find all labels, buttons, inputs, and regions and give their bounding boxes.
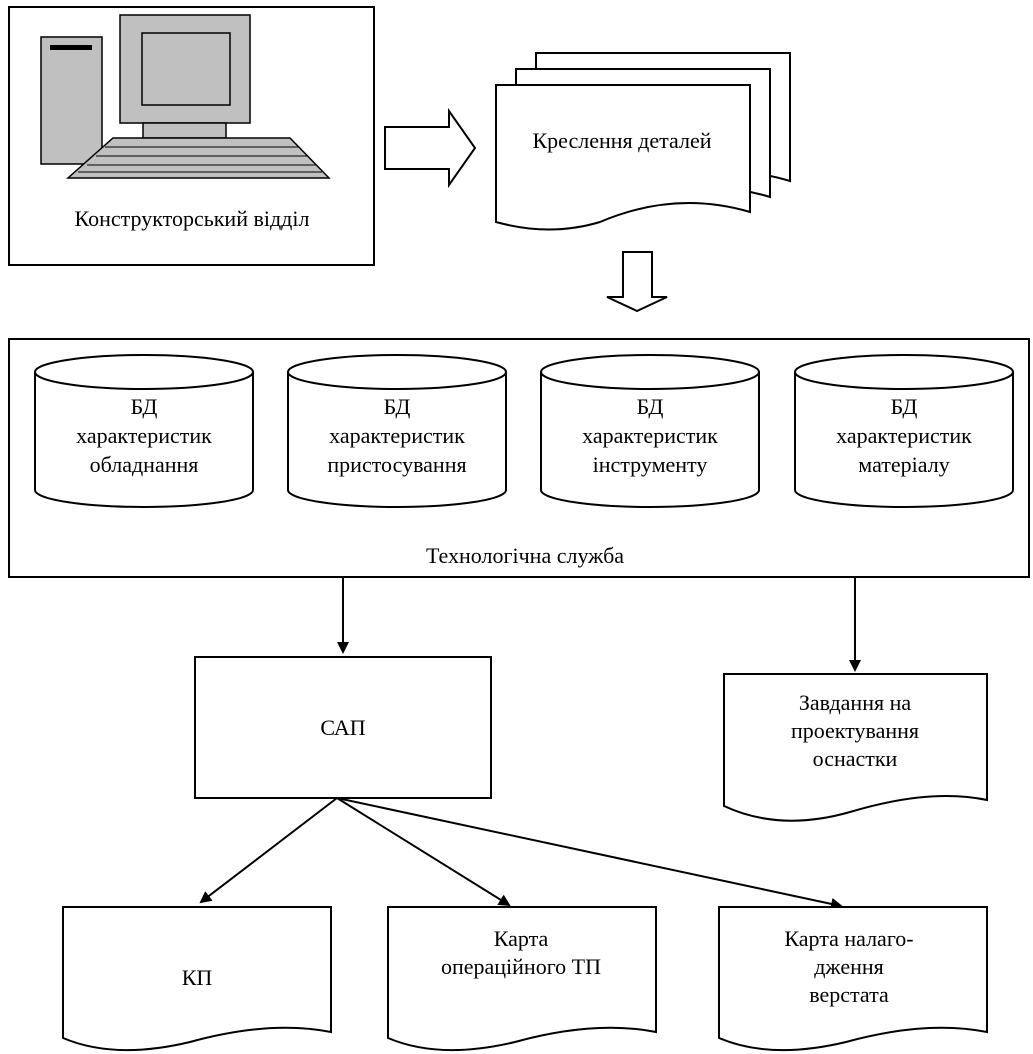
svg-text:матеріалу: матеріалу [858, 452, 949, 477]
svg-text:Карта налаго-: Карта налаго- [784, 926, 913, 951]
svg-text:пристосування: пристосування [327, 452, 466, 477]
kp-label: КП [182, 965, 213, 990]
svg-text:характеристик: характеристик [329, 423, 465, 448]
database-fixtures: БД характеристик пристосування [287, 354, 507, 508]
svg-text:верстата: верстата [809, 982, 889, 1007]
svg-text:Карта: Карта [494, 926, 549, 951]
sap-label: САП [320, 715, 365, 740]
tooling-task-document: Завдання на проектування оснастки [723, 673, 988, 822]
operation-card-document: Карта операційного ТП [387, 906, 657, 1052]
database-material: БД характеристик матеріалу [794, 354, 1014, 508]
arrow-to-op-card [336, 797, 511, 907]
svg-text:характеристик: характеристик [76, 423, 212, 448]
svg-text:Завдання на: Завдання на [799, 690, 912, 715]
svg-text:операційного ТП: операційного ТП [441, 954, 601, 979]
svg-text:БД: БД [891, 394, 918, 419]
svg-text:характеристик: характеристик [582, 423, 718, 448]
arrow-to-kp [199, 797, 338, 904]
svg-text:БД: БД [131, 394, 158, 419]
computer-icon [40, 14, 331, 179]
svg-text:оснастки: оснастки [813, 746, 898, 771]
database-equipment: БД характеристик обладнання [34, 354, 254, 508]
drawings-label: Креслення деталей [533, 128, 712, 153]
design-department-label: Конструкторський відділ [75, 206, 310, 231]
setup-card-document: Карта налаго- дження верстата [718, 906, 988, 1052]
svg-text:дження: дження [814, 954, 884, 979]
svg-text:характеристик: характеристик [836, 423, 972, 448]
svg-text:проектування: проектування [791, 718, 919, 743]
sap-box: САП [194, 656, 492, 799]
drawings-document-stack: Креслення деталей [495, 52, 791, 231]
kp-document: КП [62, 906, 332, 1052]
database-tools: БД характеристик інструменту [540, 354, 760, 508]
block-arrow-down [606, 251, 668, 313]
block-arrow-right [384, 107, 477, 189]
svg-text:інструменту: інструменту [593, 452, 708, 477]
tech-service-box: БД характеристик обладнання БД характери… [8, 338, 1030, 578]
svg-text:обладнання: обладнання [90, 452, 199, 477]
svg-text:БД: БД [384, 394, 411, 419]
design-department-box: Конструкторський відділ [8, 6, 375, 266]
svg-text:БД: БД [637, 394, 664, 419]
tech-service-label: Технологічна служба [426, 543, 624, 568]
arrow-to-setup-card [336, 797, 843, 910]
